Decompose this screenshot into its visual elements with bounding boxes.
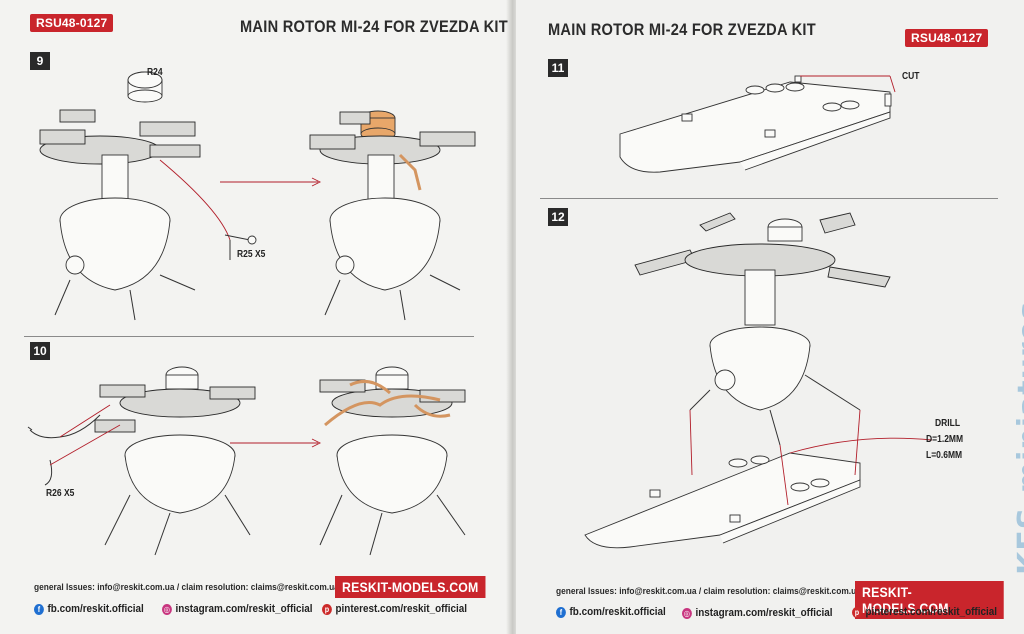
right-instagram-link[interactable]: ◎ instagram.com/reskit_official	[682, 607, 833, 619]
drill-diameter: D=1.2MM	[926, 434, 964, 445]
instagram-icon: ◎	[682, 607, 692, 619]
step-11-number: 11	[548, 59, 568, 77]
rotor-hub-step10-after	[319, 366, 466, 556]
right-pinterest-text: pinterest.com/reskit_official	[865, 606, 997, 618]
left-page	[0, 0, 508, 634]
left-instagram-text: instagram.com/reskit_official	[175, 603, 313, 615]
step-12-illustration	[584, 212, 933, 549]
right-page-title: MAIN ROTOR MI-24 FOR ZVEZDA KIT	[548, 20, 816, 39]
part-r26-pipes	[27, 404, 121, 486]
step-11-cut-label: CUT	[902, 71, 920, 82]
left-part-number-badge: RSU48-0127	[30, 14, 114, 32]
rotor-hub-before	[39, 109, 231, 321]
instagram-icon: ◎	[162, 603, 172, 615]
step-11-illustration	[619, 75, 896, 173]
step-9-label-r24: R24	[147, 67, 163, 78]
left-instagram-link[interactable]: ◎ instagram.com/reskit_official	[162, 603, 313, 615]
step-9-label-r25: R25 X5	[237, 249, 266, 260]
left-footer-contact: general Issues: info@reskit.com.ua / cla…	[34, 582, 339, 593]
right-facebook-text: fb.com/reskit.official	[569, 606, 666, 618]
step-9-number: 9	[30, 52, 50, 70]
right-part-number-badge: RSU48-0127	[905, 29, 989, 47]
rotor-hub-after	[309, 110, 476, 321]
step-9-illustration	[39, 71, 476, 321]
drill-label: DRILL	[935, 418, 961, 429]
pinterest-icon: p	[322, 603, 332, 615]
step-10-number: 10	[30, 342, 50, 360]
facebook-icon: f	[556, 606, 566, 618]
left-step-divider	[24, 336, 474, 337]
watermark-text: KFS-miniatures	[1012, 301, 1024, 575]
rotor-assembly-complete	[634, 212, 891, 446]
left-facebook-link[interactable]: f fb.com/reskit.official	[34, 603, 144, 615]
right-website-link[interactable]: RESKIT-MODELS.COM	[855, 581, 1004, 619]
pinterest-icon: p	[852, 606, 862, 618]
right-footer-contact: general Issues: info@reskit.com.ua / cla…	[556, 586, 861, 597]
right-facebook-link[interactable]: f fb.com/reskit.official	[556, 606, 666, 618]
right-instagram-text: instagram.com/reskit_official	[695, 607, 833, 619]
step-12-number: 12	[548, 208, 568, 226]
step-10-label-r26: R26 X5	[46, 488, 75, 499]
left-website-link[interactable]: RESKIT-MODELS.COM	[335, 576, 486, 598]
facebook-icon: f	[34, 603, 44, 615]
left-page-title: MAIN ROTOR MI-24 FOR ZVEZDA KIT	[240, 17, 508, 36]
right-pinterest-link[interactable]: p pinterest.com/reskit_official	[852, 606, 997, 618]
left-pinterest-text: pinterest.com/reskit_official	[335, 603, 467, 615]
base-plate-step11	[619, 75, 892, 173]
rotor-hub-step10-before	[94, 366, 256, 556]
left-pinterest-link[interactable]: p pinterest.com/reskit_official	[322, 603, 467, 615]
drill-depth: L=0.6MM	[926, 450, 963, 461]
page-spine	[506, 0, 518, 634]
step-10-illustration	[27, 366, 466, 556]
part-r25-rod	[224, 234, 257, 260]
base-plate-step12	[584, 452, 861, 549]
right-step-divider	[540, 198, 998, 199]
part-r24-cap	[127, 71, 163, 103]
left-facebook-text: fb.com/reskit.official	[47, 603, 144, 615]
